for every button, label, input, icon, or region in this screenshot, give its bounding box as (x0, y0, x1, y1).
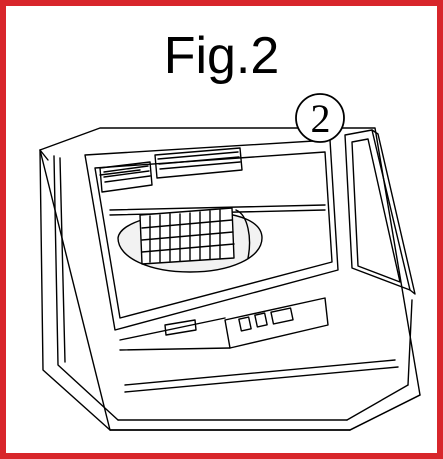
glass-door (344, 129, 416, 295)
figure-title: Fig.2 (163, 27, 280, 85)
freezer-opening (84, 139, 339, 331)
step-number: 2 (310, 96, 331, 141)
lower-panel (124, 359, 399, 393)
control-panel (119, 297, 329, 351)
vent-grilles (99, 147, 243, 193)
cabinet-body (39, 127, 421, 431)
container-contents (117, 207, 263, 273)
